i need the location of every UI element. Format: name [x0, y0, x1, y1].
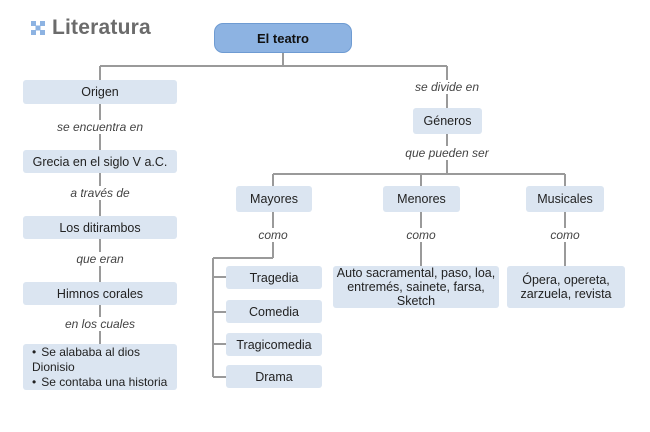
musical-detail-node: Ópera, opereta, zarzuela, revista [507, 266, 625, 308]
hymns-label: Himnos corales [56, 286, 144, 301]
link-label: como [256, 228, 290, 242]
link-label: como [548, 228, 582, 242]
dithyrambs-label: Los ditirambos [59, 220, 141, 235]
link-label: que eran [74, 252, 126, 266]
major-item-comedy: Comedia [226, 300, 322, 323]
genres-node: Géneros [413, 108, 482, 134]
facts-node: Se alababa al dios Dionisio Se contaba u… [23, 344, 177, 390]
major-item-tragicomedy: Tragicomedia [226, 333, 322, 356]
list-item: Tragedia [249, 270, 299, 285]
link-label: que pueden ser [403, 146, 491, 160]
minor-detail-line: Auto sacramental, paso, loa, [336, 266, 496, 280]
origin-label: Origen [81, 85, 119, 99]
root-label: El teatro [256, 30, 309, 46]
link-label: en los cuales [62, 317, 138, 331]
origin-node: Origen [23, 80, 177, 104]
link-label: se encuentra en [54, 120, 146, 134]
hymns-node: Himnos corales [23, 282, 177, 305]
musical-detail-line: zarzuela, revista [520, 287, 612, 301]
facts-list: Se alababa al dios Dionisio Se contaba u… [32, 345, 177, 390]
list-item: Tragicomedia [236, 337, 312, 352]
place-node: Grecia en el siglo V a.C. [23, 150, 177, 173]
link-label: se divide en [412, 80, 482, 94]
minor-detail-node: Auto sacramental, paso, loa, entremés, s… [333, 266, 499, 308]
minor-detail-line: entremés, sainete, farsa, Sketch [347, 280, 485, 308]
list-item: Drama [255, 369, 293, 384]
link-label: como [404, 228, 438, 242]
minor-genre-label: Menores [397, 192, 446, 206]
genres-label: Géneros [423, 114, 472, 128]
major-genre-node: Mayores [236, 186, 312, 212]
section-title: Literatura [52, 16, 151, 39]
x-cross-icon [31, 21, 45, 35]
link-label: a través de [68, 186, 132, 200]
musical-detail-line: Ópera, opereta, [522, 273, 610, 287]
major-item-drama: Drama [226, 365, 322, 388]
place-label: Grecia en el siglo V a.C. [32, 154, 168, 169]
minor-genre-node: Menores [383, 186, 460, 212]
list-item: Se contaba una historia [32, 375, 177, 390]
dithyrambs-node: Los ditirambos [23, 216, 177, 239]
musical-genre-node: Musicales [526, 186, 604, 212]
musical-genre-label: Musicales [537, 192, 593, 206]
major-genre-label: Mayores [250, 192, 298, 206]
list-item: Comedia [248, 304, 300, 319]
section-header: Literatura [30, 16, 151, 40]
root-node: El teatro [214, 23, 352, 53]
major-item-tragedy: Tragedia [226, 266, 322, 289]
list-item: Se alababa al dios Dionisio [32, 345, 177, 375]
